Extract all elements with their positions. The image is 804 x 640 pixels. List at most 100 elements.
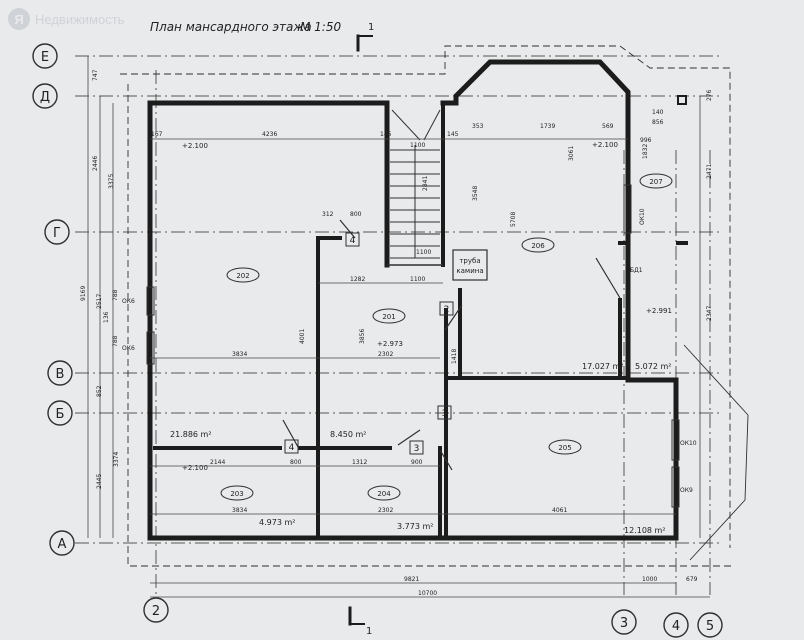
- axis-label: Б: [56, 407, 65, 422]
- window-label: ОК6: [122, 298, 135, 305]
- dim-text: 4236: [262, 131, 277, 138]
- dim-text: 136: [103, 311, 110, 323]
- axis-label: 2: [152, 604, 160, 619]
- room-207: 207 5.072 m²: [635, 173, 673, 371]
- dim-text: 276: [706, 89, 713, 101]
- room-206: 206 17.027 m²: [521, 237, 624, 371]
- dim-text: 3374: [113, 452, 120, 467]
- room-area: 17.027 m²: [582, 362, 624, 371]
- axis-label: 3: [620, 616, 628, 631]
- dim-text: 2471: [706, 164, 713, 179]
- level-mark: +2.100: [182, 464, 208, 472]
- dim-text: 1739: [540, 123, 555, 130]
- dim-text: 2347: [706, 306, 713, 321]
- dim-text: 10700: [418, 590, 437, 597]
- dim-text: 856: [652, 119, 664, 126]
- dim-text: 353: [472, 123, 484, 130]
- dim-text: 2144: [210, 459, 225, 466]
- dim-text: 1100: [416, 249, 431, 256]
- axis-label: 5: [706, 619, 714, 634]
- axis-col-3: 3: [611, 609, 637, 635]
- dims-bottom-row: 2144 800 1312 900 3834 2302 4061: [210, 459, 567, 514]
- axis-col-4: 4: [663, 612, 689, 638]
- plan-scale: М 1:50: [300, 20, 341, 34]
- axis-row-d: Д: [32, 83, 58, 109]
- axis-row-b: Б: [47, 400, 73, 426]
- watermark-logo-icon: Я: [8, 8, 30, 30]
- room-204: 204 3.773 m²: [367, 485, 433, 531]
- door-bd1: БД1: [595, 257, 643, 299]
- dim-text: 2302: [378, 351, 393, 358]
- level-mark: +2.100: [592, 141, 618, 149]
- axis-col-2: 2: [143, 597, 169, 623]
- axis-col-5: 5: [697, 612, 723, 638]
- dim-text: 145: [447, 131, 459, 138]
- axis-label: 4: [672, 619, 680, 634]
- pipe-label-line2: камина: [456, 267, 483, 275]
- window-label: ОК10: [639, 208, 646, 225]
- room-area: 5.072 m²: [635, 362, 671, 371]
- dim-text: 140: [652, 109, 664, 116]
- dim-text: 1832: [642, 144, 649, 159]
- axis-label: Д: [40, 90, 50, 105]
- dim-text: 312: [322, 211, 334, 218]
- dim-text: 2446: [92, 156, 99, 171]
- room-number: 204: [377, 490, 391, 498]
- dim-text: 996: [640, 137, 652, 144]
- dim-text: 167: [151, 131, 163, 138]
- door-label: БД1: [630, 267, 643, 274]
- marker-label: 4: [350, 236, 356, 246]
- axis-label: А: [58, 537, 67, 552]
- dim-text: 3856: [359, 329, 366, 344]
- window-label: ОК10: [680, 440, 697, 447]
- axis-label: Е: [41, 50, 49, 65]
- marker-2a: 2: [439, 301, 454, 316]
- level-marks: +2.100 +2.100 +2.100 +2.973 +2.991: [182, 141, 672, 472]
- dims-mid: 312 800 1282 1100 3834 2302 1418 3856 40…: [232, 211, 458, 364]
- level-mark: +2.991: [646, 307, 672, 315]
- axis-row-e: Е: [32, 43, 58, 69]
- room-area: 8.450 m²: [330, 430, 366, 439]
- window-ok10-upper: ОК10: [623, 184, 646, 234]
- inner-walls: [153, 236, 688, 540]
- window-ok6-upper: ОК6: [122, 286, 155, 316]
- dim-text: 9169: [80, 286, 87, 301]
- dim-text: 800: [290, 459, 302, 466]
- window-ok10-lower: ОК10: [671, 419, 697, 461]
- dim-text: 1100: [410, 142, 425, 149]
- roof-outline: [120, 45, 749, 567]
- room-number: 207: [649, 178, 662, 186]
- plan-title: План мансардного этажа: [150, 20, 312, 34]
- dim-text: 900: [411, 459, 423, 466]
- dim-text: 1282: [350, 276, 365, 283]
- room-number: 205: [558, 444, 571, 452]
- level-mark: +2.100: [182, 142, 208, 150]
- room-number: 203: [230, 490, 243, 498]
- axis-row-v: В: [47, 360, 73, 386]
- fireplace-pipe: труба камина: [452, 249, 488, 281]
- dim-text: 788: [112, 335, 119, 347]
- door-swings: [282, 219, 463, 471]
- watermark-text: Недвижимость: [35, 11, 125, 27]
- axis-label: Г: [53, 226, 61, 241]
- room-area: 3.773 m²: [397, 522, 433, 531]
- room-203: 203 4.973 m²: [220, 485, 295, 527]
- marker-label: 4: [289, 443, 295, 453]
- dim-text: 852: [96, 385, 103, 397]
- window-label: ОК9: [680, 487, 693, 494]
- dim-text: 9821: [404, 576, 419, 583]
- dim-text: 3061: [568, 146, 575, 161]
- section-mark-bottom: 1: [348, 606, 372, 637]
- dim-text: 569: [602, 123, 614, 130]
- axis-label: В: [56, 367, 65, 382]
- dims-right: 276 2471 2347 3061 996 1832 5708 3548 28…: [416, 89, 713, 321]
- dim-text: 1312: [352, 459, 367, 466]
- outer-walls: [147, 59, 687, 541]
- room-201: 201 8.450 m²: [330, 308, 406, 439]
- dim-text: 3834: [232, 351, 247, 358]
- room-area: 4.973 m²: [259, 518, 295, 527]
- dim-text: 800: [350, 211, 362, 218]
- marker-3b: 3: [409, 440, 424, 455]
- room-number: 202: [236, 272, 249, 280]
